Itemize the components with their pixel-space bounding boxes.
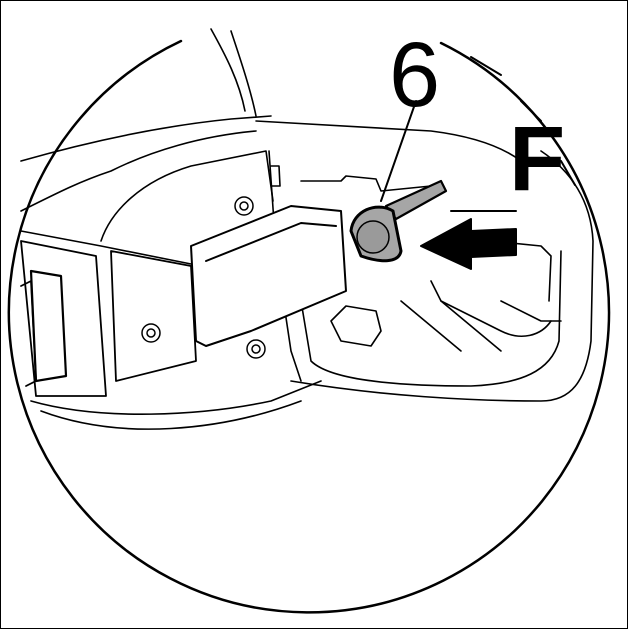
vehicle-body-lines <box>20 28 594 430</box>
force-direction-callout: F <box>509 108 566 210</box>
part-6-lever <box>349 100 448 263</box>
part-number-callout: 6 <box>389 24 441 126</box>
screws <box>141 196 266 359</box>
side-panel <box>20 240 197 397</box>
cover-flap <box>190 205 347 347</box>
force-arrow-icon <box>420 210 517 270</box>
